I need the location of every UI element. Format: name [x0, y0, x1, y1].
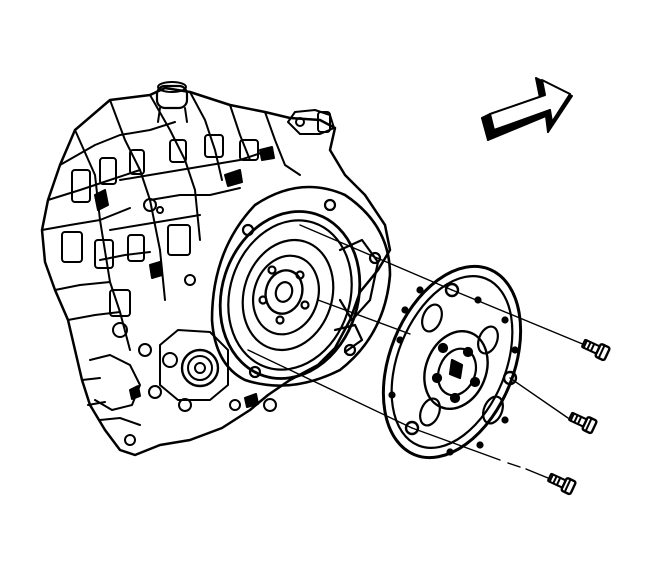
alignment-lines [247, 224, 586, 479]
direction-arrow-icon [481, 77, 573, 141]
flexplate [381, 264, 523, 460]
bolt-icon [547, 472, 577, 496]
bolt-icon [568, 411, 598, 435]
bolt-icon [581, 338, 611, 362]
torque-converter [210, 185, 392, 387]
transaxle-housing [40, 81, 392, 457]
